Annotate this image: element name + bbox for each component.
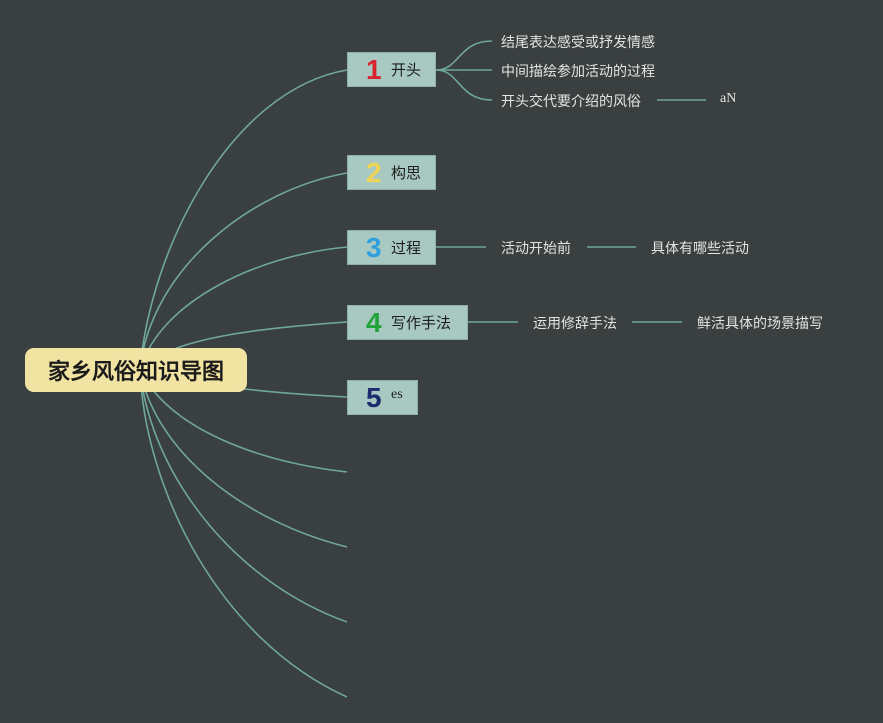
topic-number-5: 5 xyxy=(366,381,382,413)
connector-empty-4 xyxy=(139,369,348,698)
topic-number-3: 3 xyxy=(366,231,382,263)
connector-topic-2 xyxy=(139,172,348,371)
subtopic-t1-opening[interactable]: 开头交代要介绍的风俗 xyxy=(501,94,641,110)
root-node[interactable]: 家乡风俗知识导图 xyxy=(25,348,247,392)
subtopic-t3-activities[interactable]: 具体有哪些活动 xyxy=(651,241,749,257)
topic-label-5: es xyxy=(391,387,403,402)
connector-topic-3 xyxy=(139,246,348,371)
topic-node-2[interactable]: 2 构思 xyxy=(347,155,436,190)
topic-number-4: 4 xyxy=(366,306,382,338)
subtopic-t4-rhetoric[interactable]: 运用修辞手法 xyxy=(533,316,617,332)
topic-node-5[interactable]: 5 es xyxy=(347,380,418,415)
connector-empty-3 xyxy=(139,369,348,623)
connector-topic-1 xyxy=(139,69,348,371)
subtopic-t3-before[interactable]: 活动开始前 xyxy=(501,241,571,257)
subtopic-t4-scene[interactable]: 鲜活具体的场景描写 xyxy=(697,316,823,332)
topic-node-3[interactable]: 3 过程 xyxy=(347,230,436,265)
topic-node-4[interactable]: 4 写作手法 xyxy=(347,305,468,340)
subtopic-t1-middle[interactable]: 中间描绘参加活动的过程 xyxy=(501,64,655,80)
connector-t1-a xyxy=(435,40,493,71)
connector-empty-2 xyxy=(139,369,348,548)
root-label: 家乡风俗知识导图 xyxy=(47,360,224,385)
subtopic-t1-child[interactable]: aN xyxy=(720,91,737,106)
topic-label-4: 写作手法 xyxy=(391,314,452,332)
topic-label-1: 开头 xyxy=(391,61,422,79)
connector-t1-c xyxy=(435,69,493,101)
topic-label-2: 构思 xyxy=(391,164,422,182)
topic-number-1: 1 xyxy=(366,53,382,85)
topic-label-3: 过程 xyxy=(391,239,422,257)
topic-node-1[interactable]: 1 开头 xyxy=(347,52,436,87)
topic-number-2: 2 xyxy=(366,156,382,188)
subtopic-t1-ending[interactable]: 结尾表达感受或抒发情感 xyxy=(501,35,655,51)
